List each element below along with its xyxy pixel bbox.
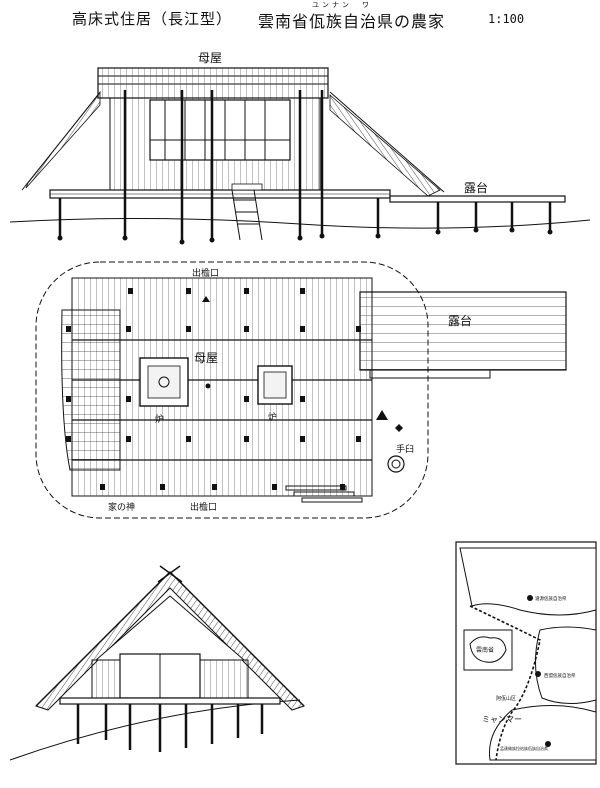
plan-mortar-label: 手臼 (396, 443, 414, 455)
plan-eaves-exit-bottom: 出檐口 (190, 501, 217, 513)
floor-plan (35, 261, 567, 519)
location-map (455, 541, 597, 765)
plan-terrace-label: 露台 (448, 313, 472, 328)
elevation-main-house-label: 母屋 (198, 51, 222, 65)
elevation-terrace-label: 露台 (464, 180, 488, 195)
plan-main-house-label: 母屋 (194, 351, 218, 365)
plan-hearth-left-label: 炉 (155, 413, 164, 425)
diagram-title: 高床式住居（長江型） (72, 10, 233, 28)
plan-hearth-right-label: 炉 (268, 411, 277, 423)
side-elevation (9, 565, 305, 761)
plan-house-god-label: 家の神 (108, 501, 135, 513)
scale-label: 1:100 (488, 12, 525, 26)
map-place-1: 滄源佤族自治県 (535, 595, 567, 602)
map-country-label: ミャンマー (482, 715, 522, 724)
map-mountain-label: 阿佤山区 (496, 695, 516, 702)
place-ruby: ユンナン ワ (312, 1, 372, 9)
map-place-2: 西盟佤族自治県 (544, 672, 576, 679)
plan-eaves-exit-top: 出檐口 (192, 267, 219, 279)
front-elevation (9, 67, 591, 245)
map-place-3: 孟連傣族拉祜族佤族自治県 (500, 745, 548, 751)
place-name: 雲南省佤族自治県の農家 (258, 12, 446, 31)
map-region-label: 雲南省 (476, 646, 494, 654)
